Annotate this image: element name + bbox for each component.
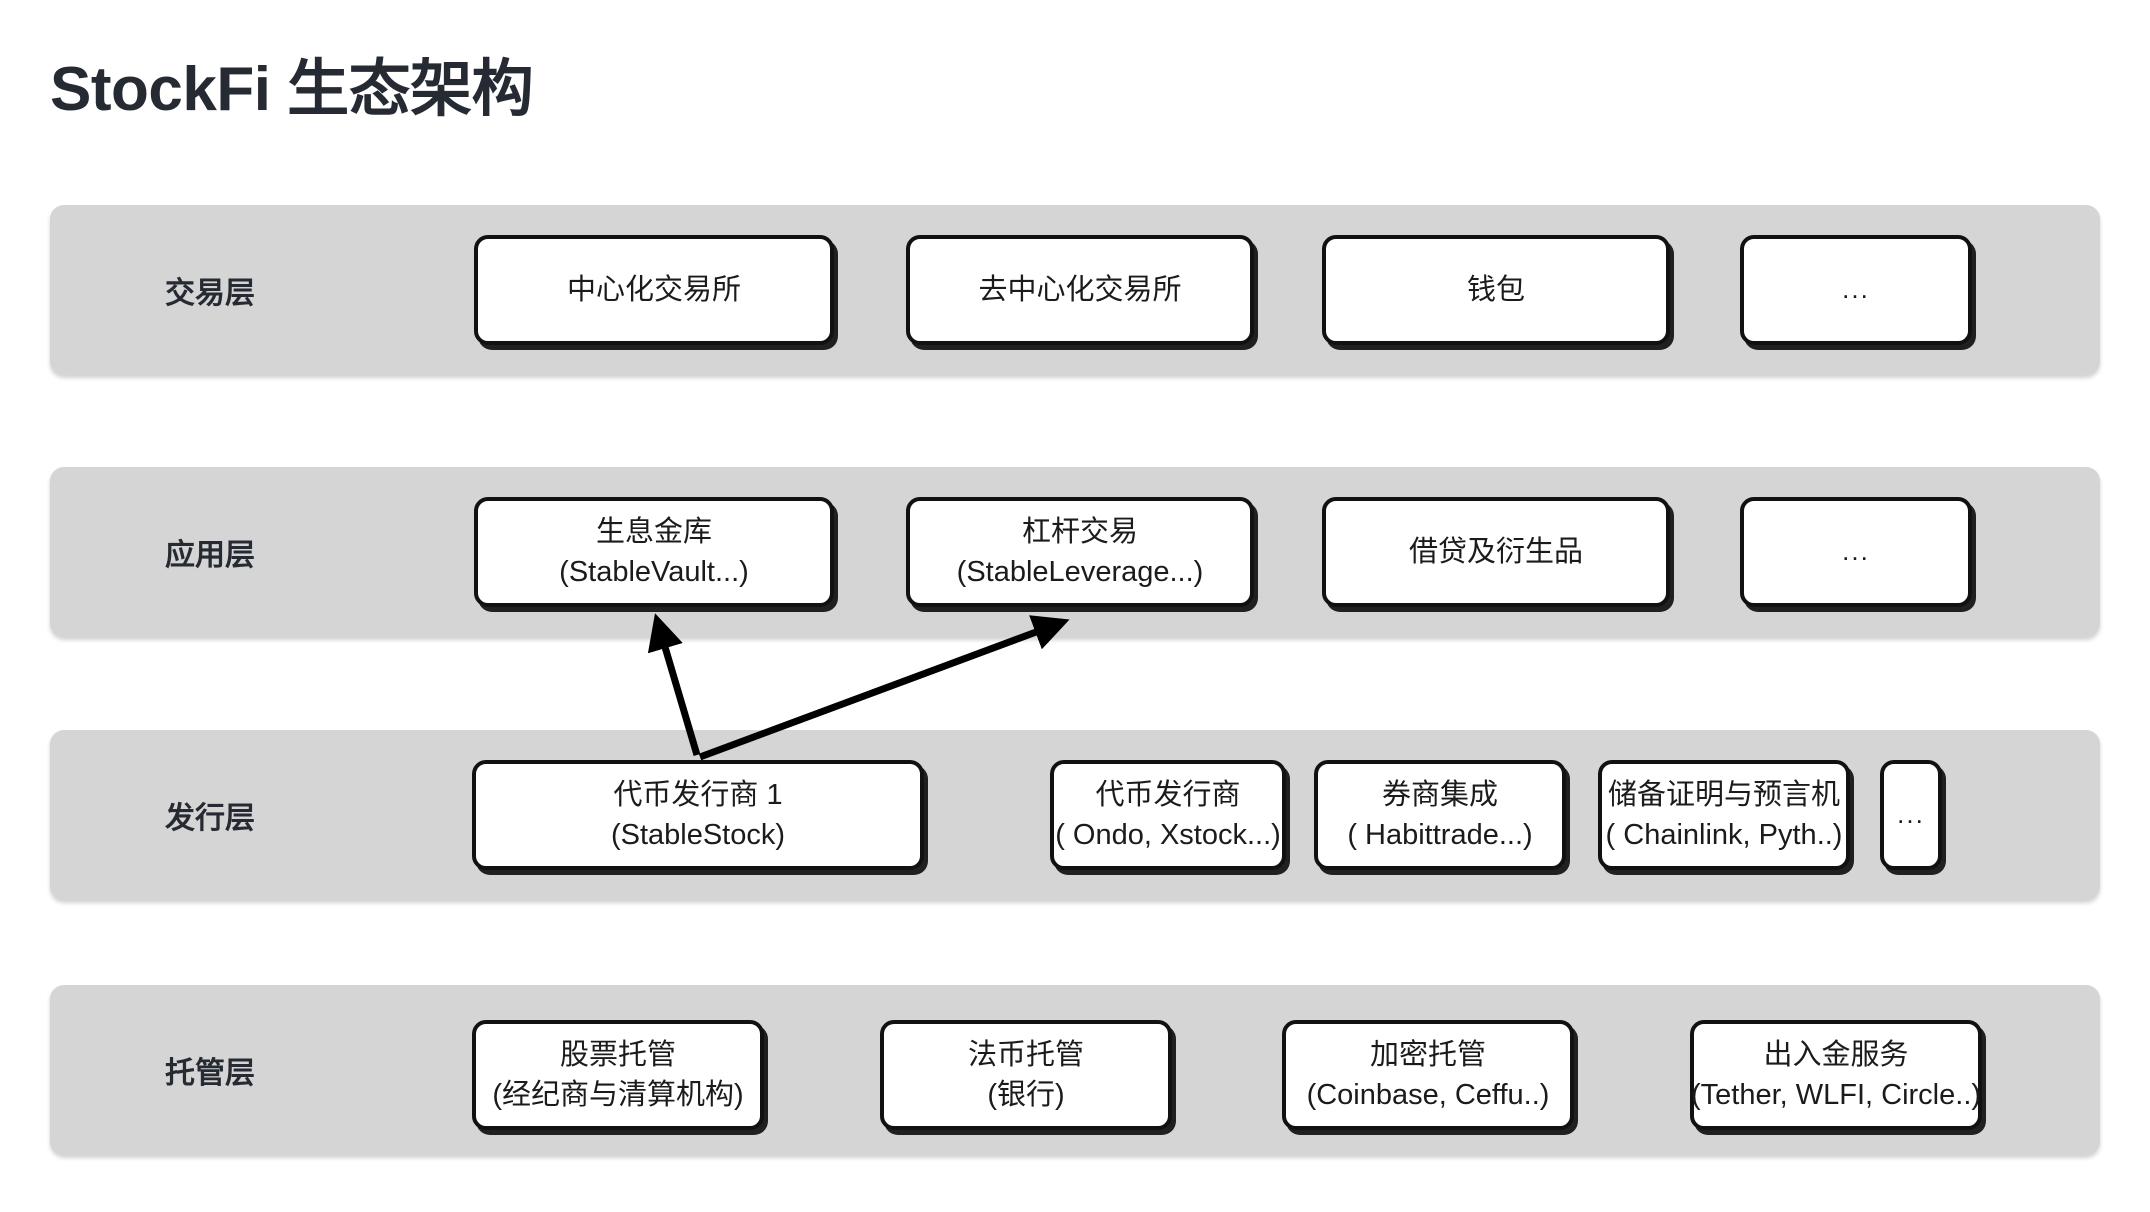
- layer-label-custody: 托管层: [165, 1057, 255, 1090]
- node-yield-vault-line2: (StableVault...): [559, 556, 749, 588]
- node-token-issuer-2[interactable]: 代币发行商 ( Ondo, Xstock...): [1050, 760, 1286, 870]
- node-por-oracle-line1: 储备证明与预言机: [1608, 778, 1841, 811]
- node-stock-custody[interactable]: 股票托管 (经纪商与清算机构): [472, 1020, 764, 1130]
- layer-band-issuance: 发行层 代币发行商 1 (StableStock) 代币发行商 ( Ondo, …: [50, 730, 2100, 900]
- node-dex-line1: 去中心化交易所: [978, 273, 1182, 306]
- node-leverage-trading[interactable]: 杠杆交易 (StableLeverage...): [906, 497, 1254, 607]
- node-token-issuer-1-line2: (StableStock): [610, 819, 786, 851]
- node-onoff-ramp-line2: (Tether, WLFI, Circle..): [1690, 1079, 1982, 1111]
- node-more-application-line1: ...: [1842, 536, 1870, 567]
- node-more-issuance-line1: ...: [1897, 799, 1925, 830]
- node-leverage-trading-line2: (StableLeverage...): [956, 556, 1204, 588]
- node-token-issuer-1-line1: 代币发行商 1: [613, 778, 783, 811]
- node-fiat-custody[interactable]: 法币托管 (银行): [880, 1020, 1172, 1130]
- layer-label-issuance: 发行层: [165, 802, 255, 835]
- node-fiat-custody-line1: 法币托管: [967, 1038, 1084, 1071]
- node-token-issuer-1[interactable]: 代币发行商 1 (StableStock): [472, 760, 924, 870]
- layer-band-custody: 托管层 股票托管 (经纪商与清算机构) 法币托管 (银行) 加密托管 (Coin…: [50, 985, 2100, 1155]
- node-por-oracle[interactable]: 储备证明与预言机 ( Chainlink, Pyth..): [1598, 760, 1850, 870]
- node-token-issuer-2-line2: ( Ondo, Xstock...): [1055, 819, 1281, 851]
- node-stock-custody-line1: 股票托管: [559, 1038, 676, 1071]
- node-crypto-custody-line1: 加密托管: [1369, 1038, 1486, 1071]
- node-dex[interactable]: 去中心化交易所: [906, 235, 1254, 345]
- node-onoff-ramp-line1: 出入金服务: [1763, 1038, 1909, 1071]
- node-more-trading[interactable]: ...: [1740, 235, 1972, 345]
- node-broker-integration[interactable]: 券商集成 ( Habittrade...): [1314, 760, 1566, 870]
- node-lending-derivatives[interactable]: 借贷及衍生品: [1322, 497, 1670, 607]
- node-wallet[interactable]: 钱包: [1322, 235, 1670, 345]
- layer-band-trading: 交易层 中心化交易所 去中心化交易所 钱包 ...: [50, 205, 2100, 375]
- layer-label-trading: 交易层: [165, 277, 255, 310]
- node-more-issuance[interactable]: ...: [1880, 760, 1942, 870]
- node-leverage-trading-line1: 杠杆交易: [1021, 515, 1138, 548]
- node-broker-integration-line2: ( Habittrade...): [1347, 819, 1533, 851]
- node-por-oracle-line2: ( Chainlink, Pyth..): [1605, 819, 1843, 851]
- page-title: StockFi 生态架构: [50, 55, 534, 124]
- node-cex-line1: 中心化交易所: [566, 273, 741, 306]
- node-onoff-ramp[interactable]: 出入金服务 (Tether, WLFI, Circle..): [1690, 1020, 1982, 1130]
- node-crypto-custody[interactable]: 加密托管 (Coinbase, Ceffu..): [1282, 1020, 1574, 1130]
- node-lending-derivatives-line1: 借贷及衍生品: [1408, 535, 1583, 568]
- node-broker-integration-line1: 券商集成: [1381, 778, 1498, 811]
- node-crypto-custody-line2: (Coinbase, Ceffu..): [1306, 1079, 1550, 1111]
- node-yield-vault[interactable]: 生息金库 (StableVault...): [474, 497, 834, 607]
- node-token-issuer-2-line1: 代币发行商: [1095, 778, 1241, 811]
- node-more-application[interactable]: ...: [1740, 497, 1972, 607]
- layer-band-application: 应用层 生息金库 (StableVault...) 杠杆交易 (StableLe…: [50, 467, 2100, 637]
- node-cex[interactable]: 中心化交易所: [474, 235, 834, 345]
- node-yield-vault-line1: 生息金库: [595, 515, 712, 548]
- node-fiat-custody-line2: (银行): [987, 1079, 1065, 1111]
- node-wallet-line1: 钱包: [1466, 273, 1525, 306]
- node-stock-custody-line2: (经纪商与清算机构): [492, 1079, 744, 1111]
- node-more-trading-line1: ...: [1842, 274, 1870, 305]
- layer-label-application: 应用层: [165, 539, 255, 572]
